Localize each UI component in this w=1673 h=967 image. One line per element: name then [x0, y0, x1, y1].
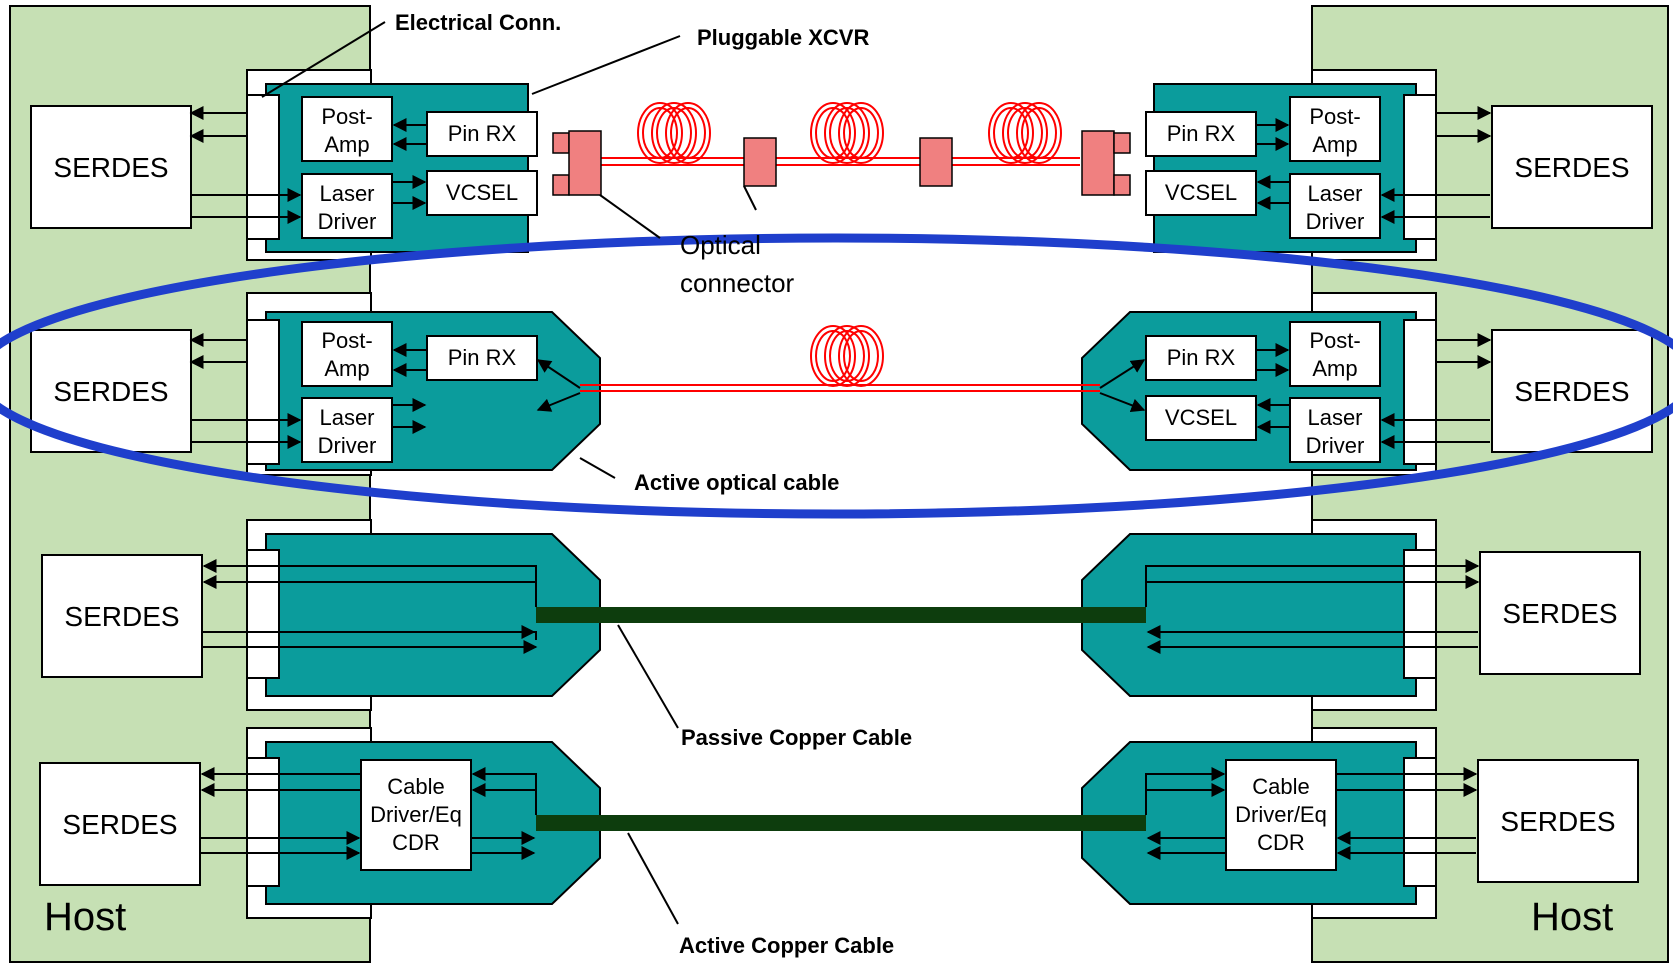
fiber-coil [637, 102, 711, 164]
optical-connector-label-2: connector [680, 268, 795, 298]
signal-arrows [200, 767, 1478, 860]
vcsel-box [1145, 170, 1257, 216]
electrical-connector-right [1403, 549, 1437, 679]
pin-rx-label: Pin RX [448, 121, 517, 146]
laser-driver-label-2: Driver [1306, 433, 1365, 458]
post-amp-label-1: Post- [321, 328, 372, 353]
post-amp-label-1: Post- [321, 104, 372, 129]
active-optical-cable-label: Active optical cable [634, 470, 839, 495]
laser-driver-box [1289, 173, 1381, 239]
laser-driver-label-1: Laser [319, 181, 374, 206]
electrical-connector-left [246, 549, 280, 679]
electrical-connector-right [1403, 757, 1437, 887]
post-amp-label-2: Amp [1312, 132, 1357, 157]
row-pluggable-xcvr: SERDES Post- Amp Laser Driver Pin RX VCS… [30, 69, 1653, 261]
cable-head-right [1081, 533, 1417, 697]
electrical-connector-left [246, 319, 280, 465]
fiber-coil [810, 325, 884, 387]
row-passive-copper-cable: SERDES SERDES [41, 519, 1641, 711]
pin-rx-box [1145, 111, 1257, 157]
copper-cable [536, 607, 1146, 623]
row-active-copper-cable: SERDES Cable Driver/Eq CDR SERDES Cable … [39, 727, 1639, 919]
cable-driver-label-2: Driver/Eq [1235, 802, 1327, 827]
serdes-label: SERDES [1514, 152, 1629, 183]
serdes-box [30, 105, 192, 229]
cable-driver-label-1: Cable [1252, 774, 1309, 799]
post-amp-box [301, 96, 393, 162]
optical-connector-label-1: Optical [680, 230, 761, 260]
highlight-ellipse [0, 233, 1673, 519]
serdes-box [1491, 105, 1653, 229]
laser-driver-label-2: Driver [1306, 209, 1365, 234]
pluggable-xcvr-label: Pluggable XCVR [697, 25, 869, 50]
cable-driver-label-2: Driver/Eq [370, 802, 462, 827]
cable-head-left [265, 533, 601, 697]
serdes-label: SERDES [1500, 806, 1615, 837]
post-amp-label-1: Post- [1309, 104, 1360, 129]
laser-driver-box [301, 397, 393, 463]
row-active-optical-cable: SERDES Post- Amp Laser Driver Pin RX SER… [30, 292, 1653, 476]
vcsel-label: VCSEL [446, 180, 518, 205]
fiber-link [580, 384, 1100, 392]
laser-driver-box [1289, 397, 1381, 463]
serdes-box [39, 762, 201, 886]
laser-driver-label-2: Driver [318, 433, 377, 458]
signal-arrows [189, 333, 1492, 449]
pin-rx-box [426, 111, 538, 157]
laser-driver-label-1: Laser [319, 405, 374, 430]
passive-copper-cable-label: Passive Copper Cable [681, 725, 912, 750]
electrical-connector-right [1403, 94, 1437, 240]
electrical-connector-left [246, 757, 280, 887]
laser-driver-label-1: Laser [1307, 405, 1362, 430]
pin-rx-box [1145, 335, 1257, 381]
host-label-left: Host [44, 895, 126, 939]
electrical-connector-left [246, 94, 280, 240]
vcsel-box [426, 170, 538, 216]
serdes-label: SERDES [53, 376, 168, 407]
optical-connector [552, 130, 1131, 196]
pin-rx-label: Pin RX [448, 345, 517, 370]
serdes-box [41, 554, 203, 678]
post-amp-box [1289, 96, 1381, 162]
vcsel-label: VCSEL [1165, 180, 1237, 205]
post-amp-label-1: Post- [1309, 328, 1360, 353]
serdes-label: SERDES [64, 601, 179, 632]
laser-driver-label-2: Driver [318, 209, 377, 234]
serdes-label: SERDES [1502, 598, 1617, 629]
vcsel-box [1145, 395, 1257, 441]
serdes-label: SERDES [62, 809, 177, 840]
electrical-conn-label: Electrical Conn. [395, 10, 561, 35]
cable-driver-label-3: CDR [1257, 830, 1305, 855]
host-label-right: Host [1531, 895, 1613, 939]
fiber-coil [810, 102, 884, 164]
cable-driver-label-3: CDR [392, 830, 440, 855]
electrical-connector-right [1403, 319, 1437, 465]
serdes-box [1479, 551, 1641, 675]
pin-rx-label: Pin RX [1167, 345, 1236, 370]
active-copper-cable-label: Active Copper Cable [679, 933, 894, 958]
copper-cable [536, 815, 1146, 831]
cable-driver-label-1: Cable [387, 774, 444, 799]
post-amp-box [301, 321, 393, 387]
post-amp-label-2: Amp [1312, 356, 1357, 381]
serdes-label: SERDES [53, 152, 168, 183]
serdes-label: SERDES [1514, 376, 1629, 407]
post-amp-label-2: Amp [324, 132, 369, 157]
post-amp-label-2: Amp [324, 356, 369, 381]
signal-arrows [189, 106, 1492, 224]
pin-rx-box [426, 335, 538, 381]
cable-driver-box [360, 759, 472, 871]
annotation-leaders [261, 21, 757, 925]
post-amp-box [1289, 321, 1381, 387]
cable-driver-box [1225, 759, 1337, 871]
laser-driver-box [301, 173, 393, 239]
pin-rx-label: Pin RX [1167, 121, 1236, 146]
vcsel-label: VCSEL [1165, 405, 1237, 430]
serdes-box [1477, 759, 1639, 883]
fiber-coil [988, 102, 1062, 164]
laser-driver-label-1: Laser [1307, 181, 1362, 206]
signal-arrows [202, 559, 1480, 654]
